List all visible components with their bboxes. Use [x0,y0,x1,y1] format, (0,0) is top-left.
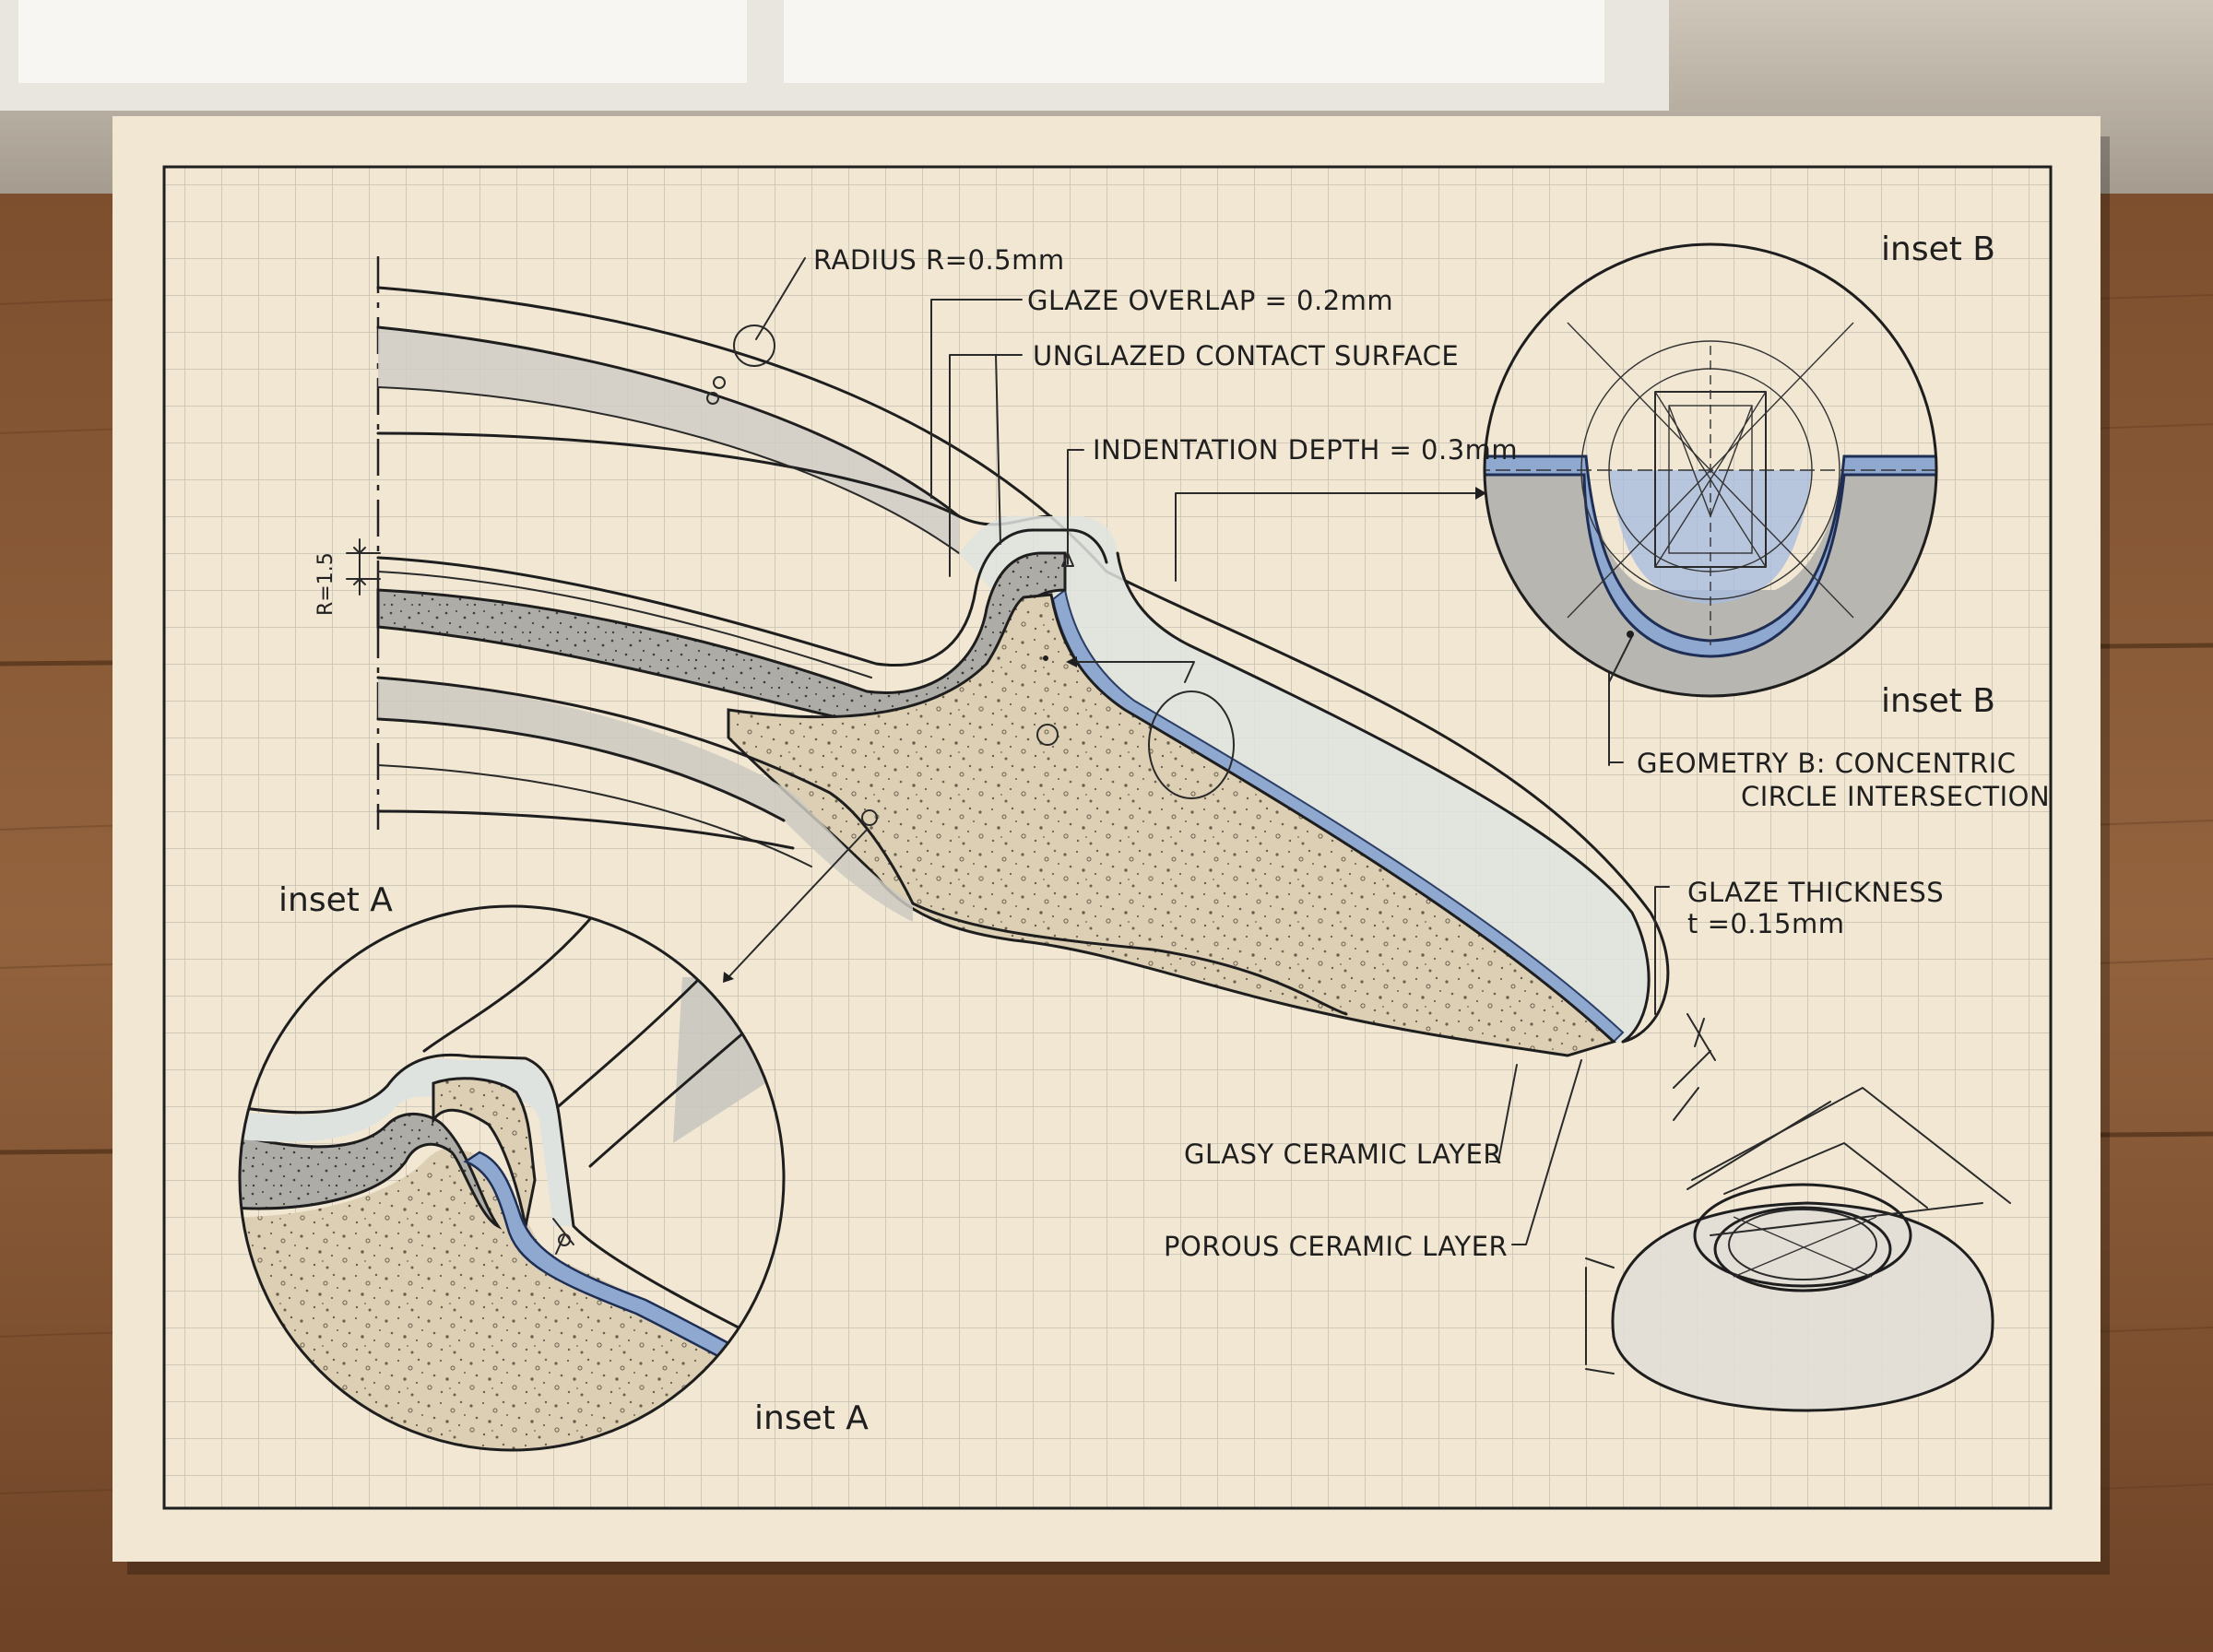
label-glaze-overlap: GLAZE OVERLAP = 0.2mm [1027,285,1393,316]
leader-lines [723,257,1716,1245]
label-geometry-b-line2: CIRCLE INTERSECTION [1741,781,2050,812]
label-inset-a-bottom: inset A [754,1399,869,1437]
inset-b [1483,242,1938,766]
drawing-border [162,165,2053,1510]
label-glaze-thickness-line1: GLAZE THICKNESS [1687,877,1944,908]
label-unglazed-contact: UNGLAZED CONTACT SURFACE [1033,340,1459,372]
label-porous-ceramic: POROUS CERAMIC LAYER [1164,1231,1508,1262]
iso-part [1585,1087,2011,1412]
outer-shell-band [378,327,959,553]
r-dimension-label: R=1.5 [314,552,337,616]
label-indentation-depth: INDENTATION DEPTH = 0.3mm [1093,434,1518,466]
label-glaze-thickness-line2: t =0.15mm [1687,908,1844,939]
inset-b-circle [1483,242,1938,698]
label-inset-b-top: inset B [1881,230,1995,268]
label-glasy-ceramic: GLASY CERAMIC LAYER [1184,1139,1502,1170]
inset-a [238,904,786,1452]
porous-body [727,593,1616,1057]
label-radius: RADIUS R=0.5mm [813,244,1065,276]
label-inset-b-bottom: inset B [1881,682,1995,720]
label-geometry-b-line1: GEOMETRY B: CONCENTRIC [1637,748,2017,779]
label-inset-a-top: inset A [278,881,393,919]
inset-a-circle [238,904,786,1452]
detail-ellipse [1148,690,1235,799]
main-cross-section: R=1.5 [314,256,1670,1057]
clay-band [376,551,1067,730]
r-dimension: R=1.5 [314,538,381,616]
lower-bands [378,678,913,922]
